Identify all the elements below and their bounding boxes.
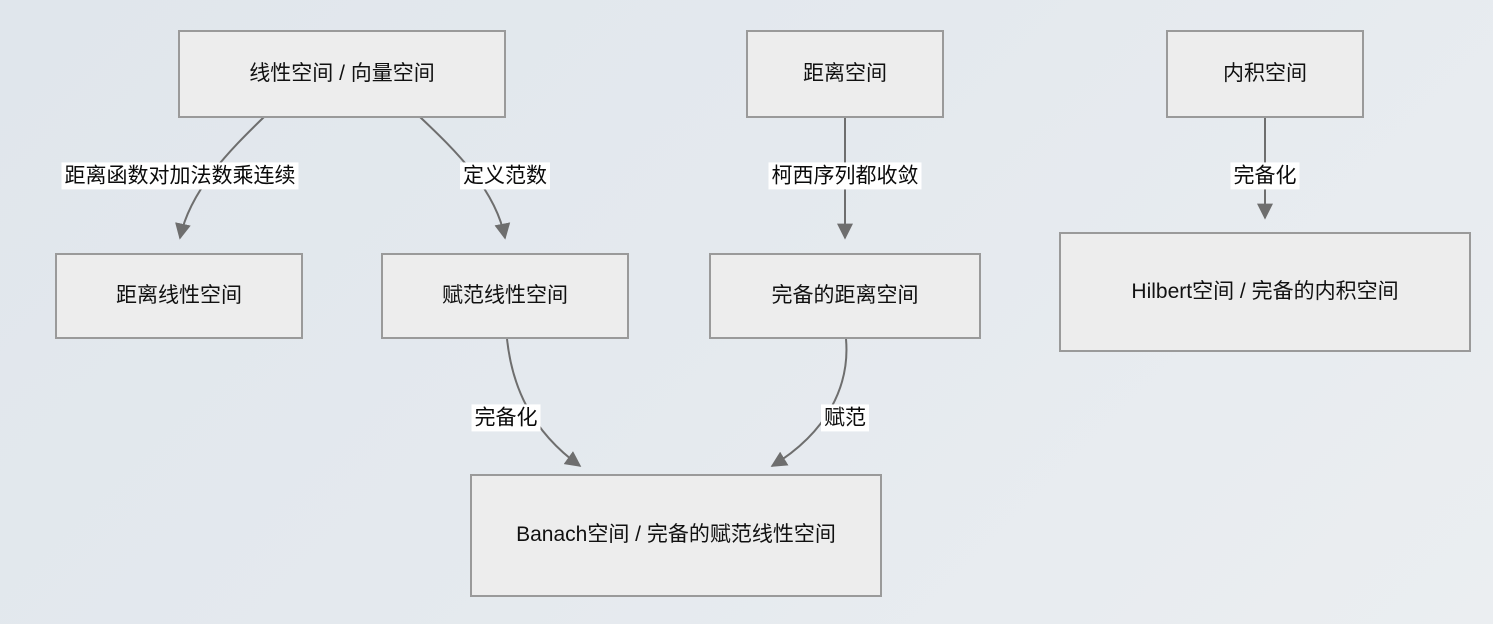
node-hilbert-space[interactable]: Hilbert空间 / 完备的内积空间	[1059, 232, 1471, 352]
node-metric-space[interactable]: 距离空间	[746, 30, 944, 118]
node-label: 赋范线性空间	[442, 283, 568, 307]
edge-label-define-norm: 定义范数	[460, 162, 550, 190]
node-normed-linear-space[interactable]: 赋范线性空间	[381, 253, 629, 339]
edge-label-completion-banach: 完备化	[471, 404, 541, 432]
node-banach-space[interactable]: Banach空间 / 完备的赋范线性空间	[470, 474, 882, 597]
edge-label-cauchy-converges: 柯西序列都收敛	[768, 162, 922, 190]
node-label: 距离线性空间	[116, 283, 242, 307]
edge-complete-metric-space-to-banach-space	[770, 338, 848, 467]
edge-normed-linear-space-to-banach-space	[506, 338, 582, 467]
edge-label-distance-function-continuous: 距离函数对加法数乘连续	[61, 162, 299, 190]
edge-label-completion-hilbert: 完备化	[1230, 162, 1300, 190]
node-inner-product-space[interactable]: 内积空间	[1166, 30, 1364, 118]
node-label: 线性空间 / 向量空间	[249, 61, 435, 85]
node-linear-space[interactable]: 线性空间 / 向量空间	[178, 30, 506, 118]
node-label: Banach空间 / 完备的赋范线性空间	[516, 523, 836, 547]
node-metric-linear-space[interactable]: 距离线性空间	[55, 253, 303, 339]
node-label: 内积空间	[1223, 61, 1307, 85]
node-label: Hilbert空间 / 完备的内积空间	[1131, 279, 1399, 303]
node-label: 完备的距离空间	[771, 283, 919, 307]
node-label: 距离空间	[803, 61, 887, 85]
node-complete-metric-space[interactable]: 完备的距离空间	[709, 253, 981, 339]
edge-label-normed: 赋范	[821, 404, 869, 432]
